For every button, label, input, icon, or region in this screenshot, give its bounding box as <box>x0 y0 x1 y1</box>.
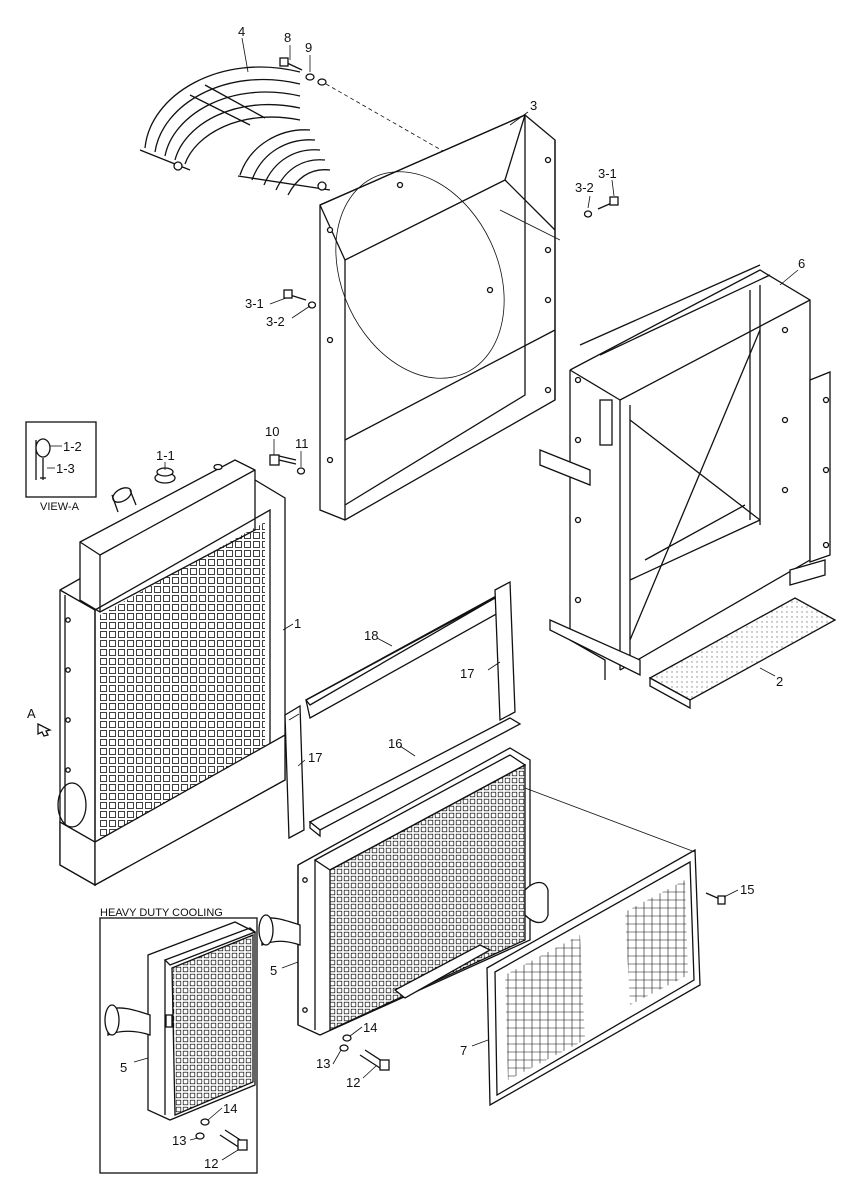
label-part-12-center: 12 <box>346 1075 360 1090</box>
view-a-caption: VIEW-A <box>40 501 80 513</box>
washer-part-13-center <box>339 1044 349 1052</box>
frame-part-6 <box>539 264 831 680</box>
bolt-part-12-heavy-duty <box>219 1129 248 1151</box>
bolt-part-15 <box>705 892 726 905</box>
view-a-arrow-icon <box>37 722 52 737</box>
label-part-14-heavy-duty: 14 <box>223 1101 237 1116</box>
label-part-2: 2 <box>776 674 783 689</box>
washer-part-11 <box>296 467 306 475</box>
heavy-duty-cooling-caption: HEAVY DUTY COOLING <box>100 907 223 919</box>
label-part-4: 4 <box>238 24 245 39</box>
screen-part-7 <box>486 848 701 1107</box>
seal-part-18 <box>305 593 501 719</box>
label-part-14-center: 14 <box>363 1020 377 1035</box>
washer-part-14-heavy-duty <box>200 1118 210 1126</box>
label-arrow-a: A <box>27 706 36 721</box>
bolt-part-3-1-left <box>283 289 307 301</box>
label-part-6: 6 <box>798 256 805 271</box>
label-part-15: 15 <box>740 882 754 897</box>
label-part-8: 8 <box>284 30 291 45</box>
label-part-1-3: 1-3 <box>56 461 75 476</box>
washer-part-14-center <box>342 1034 352 1042</box>
heavy-duty-oil-cooler-part-5 <box>104 921 257 1121</box>
label-part-17-right: 17 <box>460 666 474 681</box>
bolt-part-10 <box>269 454 297 466</box>
label-part-7: 7 <box>460 1043 467 1058</box>
label-part-1-2: 1-2 <box>63 439 82 454</box>
fan-guard-part-4 <box>139 66 331 196</box>
seal-part-17-right <box>494 580 516 722</box>
oil-cooler-part-5 <box>258 747 549 1036</box>
label-part-3-1-right: 3-1 <box>598 166 617 181</box>
fan-shroud-part-3 <box>319 114 561 521</box>
label-part-9: 9 <box>305 40 312 55</box>
label-part-13-center: 13 <box>316 1056 330 1071</box>
washer-part-9 <box>305 73 327 86</box>
label-part-3: 3 <box>530 98 537 113</box>
label-part-17-left: 17 <box>308 750 322 765</box>
seal-part-17-left <box>284 704 305 840</box>
label-part-3-2-right: 3-2 <box>575 180 594 195</box>
label-part-16: 16 <box>388 736 402 751</box>
washer-part-3-2-right <box>583 210 593 218</box>
bolt-part-8 <box>279 57 303 71</box>
label-part-11: 11 <box>295 436 309 451</box>
bolt-part-12-center <box>359 1049 390 1071</box>
leader-lines <box>133 37 799 1161</box>
seal-part-16 <box>308 717 522 838</box>
label-part-5-center: 5 <box>270 963 277 978</box>
part-labels: 4 8 9 3 3-1 3-2 3-1 3-2 6 10 11 1-1 1-2 … <box>27 24 805 1171</box>
view-a-inset <box>25 421 97 498</box>
label-part-12-heavy-duty: 12 <box>204 1156 218 1171</box>
heavy-duty-cooling-box <box>99 917 258 1174</box>
label-part-1-1: 1-1 <box>156 448 175 463</box>
label-part-3-2-left: 3-2 <box>266 314 285 329</box>
label-part-18: 18 <box>364 628 378 643</box>
foam-pad-part-2 <box>648 597 837 710</box>
radiator-part-1 <box>57 459 286 887</box>
label-part-1: 1 <box>294 616 301 631</box>
washer-part-13-heavy-duty <box>195 1132 205 1140</box>
label-part-5-heavy-duty: 5 <box>120 1060 127 1075</box>
label-part-10: 10 <box>265 424 279 439</box>
bolt-part-3-1-right <box>597 196 619 210</box>
label-part-13-heavy-duty: 13 <box>172 1133 186 1148</box>
washer-part-3-2-left <box>307 301 317 309</box>
label-part-3-1-left: 3-1 <box>245 296 264 311</box>
